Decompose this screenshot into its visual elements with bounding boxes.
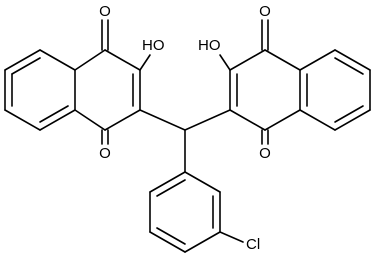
bond-left-quinone-5 (74, 109, 106, 131)
atom-label-oh-left: HO (142, 37, 165, 54)
bond-carbon-chlorine (219, 231, 244, 243)
bond-right-hydroxyl (219, 54, 231, 71)
bond-right-benzo-1 (299, 49, 336, 71)
bond-right-benzo-5 (299, 109, 336, 131)
atom-label-o-bottom-right: O (259, 145, 271, 162)
bond-lines (4, 19, 371, 253)
bond-right-benzo-double-1 (334, 57, 364, 75)
bond-phenyl-3 (184, 231, 221, 253)
bond-phenyl-double-3 (156, 179, 186, 197)
bond-right-quinone-6 (229, 109, 266, 131)
atom-label-o-bottom-left: O (99, 145, 111, 162)
bond-left-benzo-6 (4, 49, 41, 71)
bond-left-quinone-4 (104, 109, 141, 131)
bond-left-benzo-3 (39, 109, 76, 131)
bond-left-benzo-4 (4, 109, 41, 131)
bond-left-benzo-double-1 (11, 57, 41, 75)
bond-bridge-right (184, 109, 231, 131)
bond-right-benzo-2 (334, 49, 371, 71)
bond-right-benzo-double-2 (334, 105, 364, 123)
bond-bridge-left (139, 109, 186, 131)
atom-label-o-top-left: O (99, 3, 111, 20)
bond-phenyl-double-2 (156, 227, 186, 245)
bond-phenyl-1 (184, 171, 221, 193)
atom-labels: O HO O HO O O Cl (99, 3, 271, 253)
bond-left-quinone-1 (74, 49, 106, 71)
bond-left-benzo-double-3 (39, 105, 69, 123)
atom-label-o-top-right: O (259, 3, 271, 20)
bond-phenyl-6 (149, 171, 186, 193)
bond-phenyl-4 (149, 231, 186, 253)
atom-label-oh-right: HO (198, 37, 221, 54)
bond-left-hydroxyl (139, 54, 151, 71)
bond-right-benzo-4 (334, 109, 371, 131)
bond-left-benzo-1 (39, 49, 76, 71)
bond-right-quinone-5 (264, 109, 301, 131)
bond-right-quinone-2 (229, 49, 266, 71)
atom-label-chlorine: Cl (246, 236, 260, 253)
bond-left-quinone-2 (104, 49, 141, 71)
bond-right-quinone-3 (264, 49, 301, 71)
